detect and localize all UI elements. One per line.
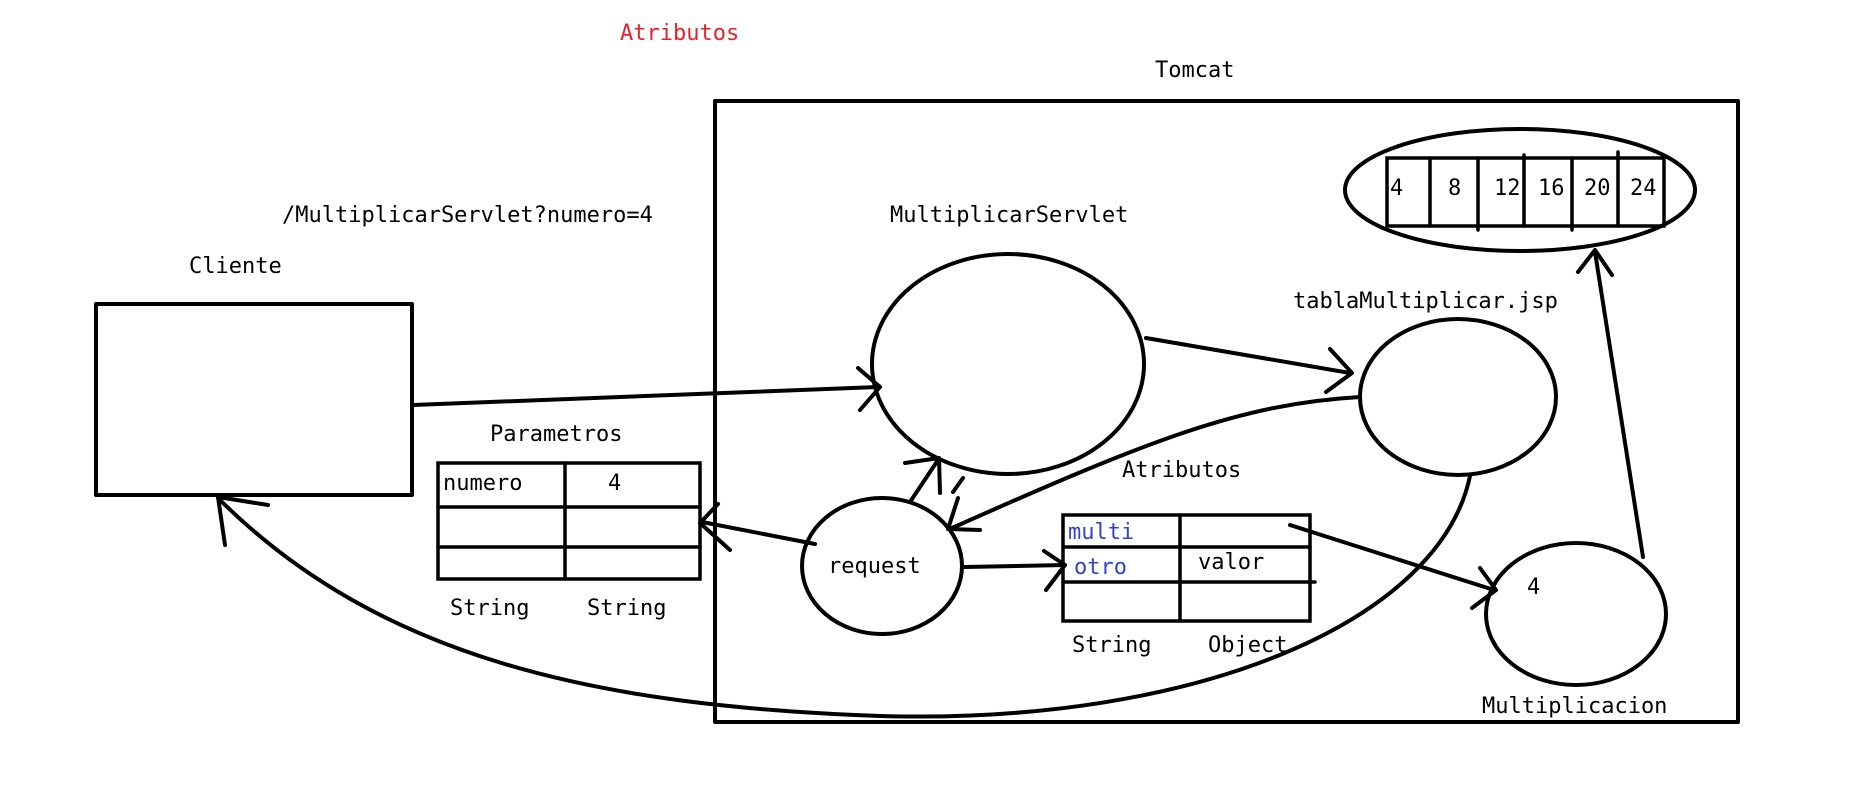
result-cell: 12 — [1494, 176, 1521, 201]
result-ellipse — [1343, 127, 1697, 253]
arrow-head — [946, 496, 982, 532]
arrow-request-to-servlet — [908, 458, 940, 504]
atributos-value: valor — [1198, 550, 1264, 575]
arrow-head — [1042, 549, 1067, 592]
arrow-head — [216, 495, 270, 547]
arrow-servlet-to-jsp — [1144, 336, 1352, 375]
result-cell: 16 — [1538, 176, 1565, 201]
parametros-table: numero 4 — [436, 461, 702, 581]
arrow-jsp-to-client — [216, 474, 1472, 719]
parametros-title: Parametros — [490, 422, 622, 447]
jsp-node — [1358, 317, 1558, 477]
atributos-type-value: Object — [1208, 633, 1287, 658]
arrow-tick — [951, 476, 965, 494]
parametros-key: numero — [443, 471, 522, 496]
result-cell: 8 — [1448, 176, 1461, 201]
arrow-bean-to-table — [1593, 250, 1645, 559]
parametros-type-key: String — [450, 596, 529, 621]
arrow-request-to-parametros — [700, 520, 817, 546]
servlet-label: MultiplicarServlet — [890, 203, 1128, 228]
atributos-key: otro — [1074, 555, 1127, 580]
result-table: 4 8 12 16 20 24 — [1385, 150, 1666, 232]
arrow-client-to-servlet — [411, 385, 880, 407]
result-cell: 24 — [1630, 176, 1657, 201]
jsp-label: tablaMultiplicar.jsp — [1293, 289, 1558, 314]
client-box — [94, 302, 414, 497]
arrow-request-to-atributos — [963, 563, 1067, 569]
request-label: request — [828, 554, 921, 579]
atributos-title: Atributos — [1122, 458, 1241, 483]
arrow-head — [698, 502, 732, 552]
result-cell: 4 — [1390, 176, 1403, 201]
arrow-head — [903, 456, 942, 495]
arrow-head — [1324, 347, 1354, 394]
arrow-attribute-to-bean — [1288, 523, 1496, 592]
tomcat-container — [713, 99, 1740, 724]
page-title: Atributos — [620, 21, 739, 46]
arrow-head — [1470, 566, 1498, 610]
request-url: /MultiplicarServlet?numero=4 — [282, 203, 653, 228]
atributos-table: multi otro valor — [1061, 513, 1317, 623]
bean-value: 4 — [1527, 575, 1540, 600]
servlet-node — [870, 252, 1146, 476]
arrow-head — [856, 366, 882, 412]
request-node — [800, 496, 964, 636]
atributos-key: multi — [1068, 520, 1134, 545]
client-label: Cliente — [189, 254, 282, 279]
parametros-value: 4 — [608, 471, 621, 496]
atributos-type-key: String — [1072, 633, 1151, 658]
parametros-type-value: String — [587, 596, 666, 621]
result-cell: 20 — [1584, 176, 1611, 201]
bean-node — [1484, 541, 1668, 687]
bean-label: Multiplicacion — [1482, 694, 1667, 719]
arrow-jsp-to-request — [950, 395, 1362, 530]
arrow-head — [1576, 248, 1614, 277]
tomcat-label: Tomcat — [1155, 58, 1234, 83]
